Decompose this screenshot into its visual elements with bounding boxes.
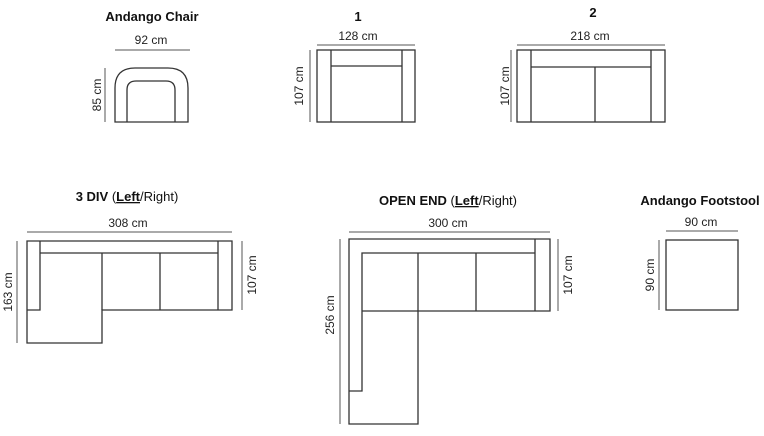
three-div-outline <box>26 240 233 344</box>
chair-depth-label: 85 cm <box>90 79 104 112</box>
footstool-depth-label: 90 cm <box>643 259 657 292</box>
andango-chair: Andango Chair 92 cm 85 cm <box>90 9 199 123</box>
two-depth-label: 107 cm <box>498 66 512 105</box>
chair-title: Andango Chair <box>105 9 198 24</box>
chair-width-label: 92 cm <box>135 33 168 47</box>
three-div-depth-label: 107 cm <box>245 255 259 294</box>
footstool-outline <box>665 239 739 311</box>
open-end-title: OPEN END (Left/Right) <box>379 193 517 208</box>
one-outline <box>316 49 416 123</box>
two-outline <box>516 49 666 123</box>
one-title: 1 <box>354 9 361 24</box>
two-width-label: 218 cm <box>570 29 609 43</box>
sofa-open-end: OPEN END (Left/Right) 300 cm 256 cm 107 … <box>323 193 575 425</box>
three-div-title: 3 DIV (Left/Right) <box>76 189 179 204</box>
one-width-label: 128 cm <box>338 29 377 43</box>
andango-footstool: Andango Footstool 90 cm 90 cm <box>640 193 760 311</box>
footstool-width-label: 90 cm <box>685 215 718 229</box>
chair-seat <box>126 80 176 122</box>
open-end-width-label: 300 cm <box>428 216 467 230</box>
open-end-depth-label: 107 cm <box>561 255 575 294</box>
open-end-total-depth-label: 256 cm <box>323 295 337 334</box>
three-div-total-depth-label: 163 cm <box>1 272 15 311</box>
sofa-3-div: 3 DIV (Left/Right) 308 cm 163 cm 107 cm <box>1 189 259 344</box>
sofa-2-seater: 2 218 cm 107 cm <box>498 5 666 123</box>
three-div-width-label: 308 cm <box>108 216 147 230</box>
footstool-title: Andango Footstool <box>640 193 759 208</box>
open-end-outline <box>348 238 551 425</box>
sofa-1-seater: 1 128 cm 107 cm <box>292 9 416 123</box>
chair-outline <box>114 67 189 123</box>
one-depth-label: 107 cm <box>292 66 306 105</box>
two-title: 2 <box>589 5 596 20</box>
